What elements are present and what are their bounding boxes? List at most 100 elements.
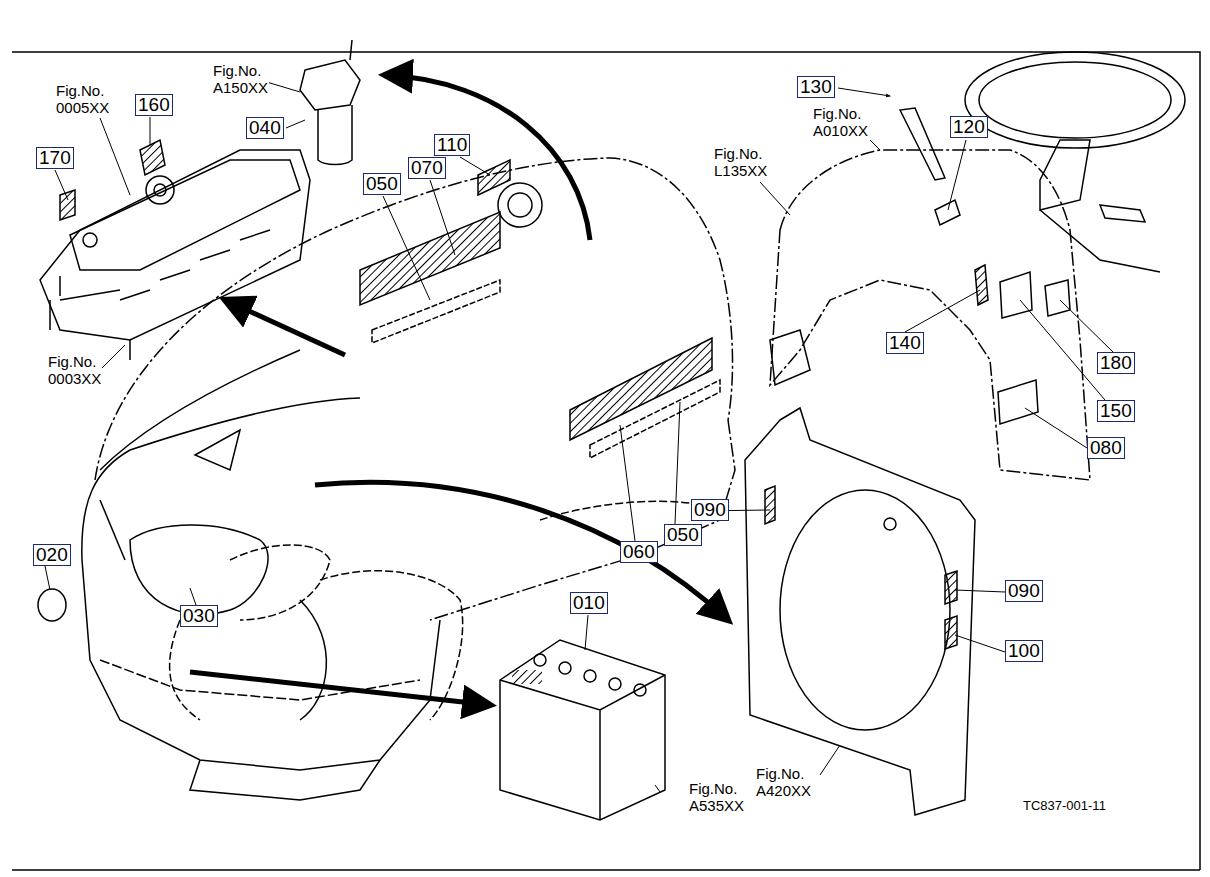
drawing-line — [945, 616, 957, 649]
callout-number: 050 — [664, 524, 702, 546]
drawing-line — [500, 675, 665, 820]
drawing-line — [130, 525, 268, 614]
drawing-line — [870, 140, 880, 150]
drawing-line — [884, 518, 896, 530]
callout-text: 030 — [183, 605, 215, 626]
drawing-line — [100, 345, 125, 370]
drawing-line — [585, 615, 588, 650]
drawing-line — [146, 176, 174, 204]
drawing-line — [360, 212, 500, 305]
drawing-line — [100, 500, 125, 560]
drawing-line — [190, 760, 380, 800]
drawing-line — [534, 654, 546, 666]
drawing-line — [905, 290, 980, 332]
callout-text: 120 — [953, 116, 985, 137]
drawing-line — [190, 672, 490, 705]
callout-text: 110 — [437, 134, 467, 155]
figure-reference: Fig.No. A150XX — [212, 62, 269, 96]
callout-number: 090 — [1005, 580, 1043, 602]
callout-text: 100 — [1008, 640, 1040, 661]
drawing-line — [286, 120, 305, 128]
drawing-line — [300, 600, 326, 720]
drawing-line — [350, 40, 352, 60]
drawing-line — [100, 118, 130, 195]
drawing-line — [60, 230, 270, 300]
drawing-line — [500, 640, 665, 820]
drawing-line — [1025, 408, 1087, 448]
drawing-line — [948, 140, 966, 210]
drawing-line — [59, 276, 61, 296]
drawing-line — [385, 75, 590, 240]
drawing-line — [512, 670, 542, 684]
figure-reference: Fig.No. A010XX — [812, 105, 869, 139]
drawing-line — [745, 408, 975, 815]
drawing-line — [1020, 300, 1105, 400]
drawing-line — [945, 571, 957, 604]
drawing-line — [45, 80, 1113, 792]
drawing-line — [634, 684, 646, 696]
drawing-line — [170, 620, 200, 720]
drawing-line — [140, 140, 165, 175]
callout-number: 180 — [1097, 352, 1135, 374]
drawing-line — [620, 425, 635, 541]
drawing-line — [225, 300, 345, 355]
drawing-line — [508, 193, 532, 217]
drawing-line — [979, 62, 1171, 138]
drawing-line — [190, 588, 196, 605]
drawing-line — [12, 40, 1200, 870]
callout-text: 010 — [573, 592, 605, 613]
callout-text: 050 — [366, 173, 398, 194]
callout-text: 040 — [249, 117, 281, 138]
drawing-line — [154, 184, 166, 196]
drawing-line — [372, 280, 500, 343]
callout-number: 150 — [1097, 400, 1135, 422]
drawing-line — [40, 150, 310, 340]
callout-text: 070 — [411, 157, 443, 178]
drawing-line — [1040, 140, 1090, 210]
drawing-line — [230, 545, 330, 620]
callout-text: 080 — [1090, 437, 1122, 458]
drawing-line — [900, 108, 945, 180]
callout-text: 020 — [36, 544, 68, 565]
callout-number: 030 — [180, 605, 218, 627]
callout-text: 160 — [138, 94, 170, 115]
figure-reference: Fig.No. L135XX — [713, 145, 768, 179]
callout-number: 140 — [886, 332, 924, 354]
callout-text: 140 — [889, 332, 921, 353]
callout-text: 180 — [1100, 352, 1132, 373]
drawing-line — [584, 670, 596, 682]
drawing-line — [300, 60, 360, 110]
drawing-line — [60, 190, 75, 220]
callout-number: 120 — [950, 116, 988, 138]
figure-reference: Fig.No. 0005XX — [55, 82, 110, 116]
drawing-line — [50, 300, 130, 360]
drawing-line — [770, 330, 810, 385]
drawing-code: TC837-001-11 — [1022, 797, 1107, 814]
callout-number: 060 — [620, 541, 658, 563]
drawing-line — [55, 170, 68, 200]
drawing-line — [838, 88, 890, 96]
callout-text: 060 — [623, 541, 655, 562]
callout-number: 040 — [246, 117, 284, 139]
drawing-line — [12, 52, 1200, 870]
drawing-line — [83, 233, 97, 247]
callout-text: 050 — [667, 524, 699, 545]
callout-number: 130 — [797, 76, 835, 98]
drawing-line — [82, 398, 360, 560]
callout-number: 160 — [135, 94, 173, 116]
drawing-line — [45, 566, 50, 590]
drawing-line — [955, 590, 1005, 592]
drawing-line — [383, 196, 430, 300]
drawing-line — [460, 157, 490, 175]
callout-text: 090 — [694, 499, 726, 520]
drawing-line — [82, 560, 440, 770]
callout-text: 150 — [1100, 400, 1132, 421]
drawing-line — [820, 745, 840, 775]
callout-number: 090 — [691, 499, 729, 521]
drawing-line — [975, 265, 988, 305]
drawing-line — [498, 183, 542, 227]
callout-text: 130 — [800, 76, 832, 97]
callout-number: 170 — [36, 147, 74, 169]
drawing-line — [38, 589, 66, 621]
callout-number: 100 — [1005, 640, 1043, 662]
